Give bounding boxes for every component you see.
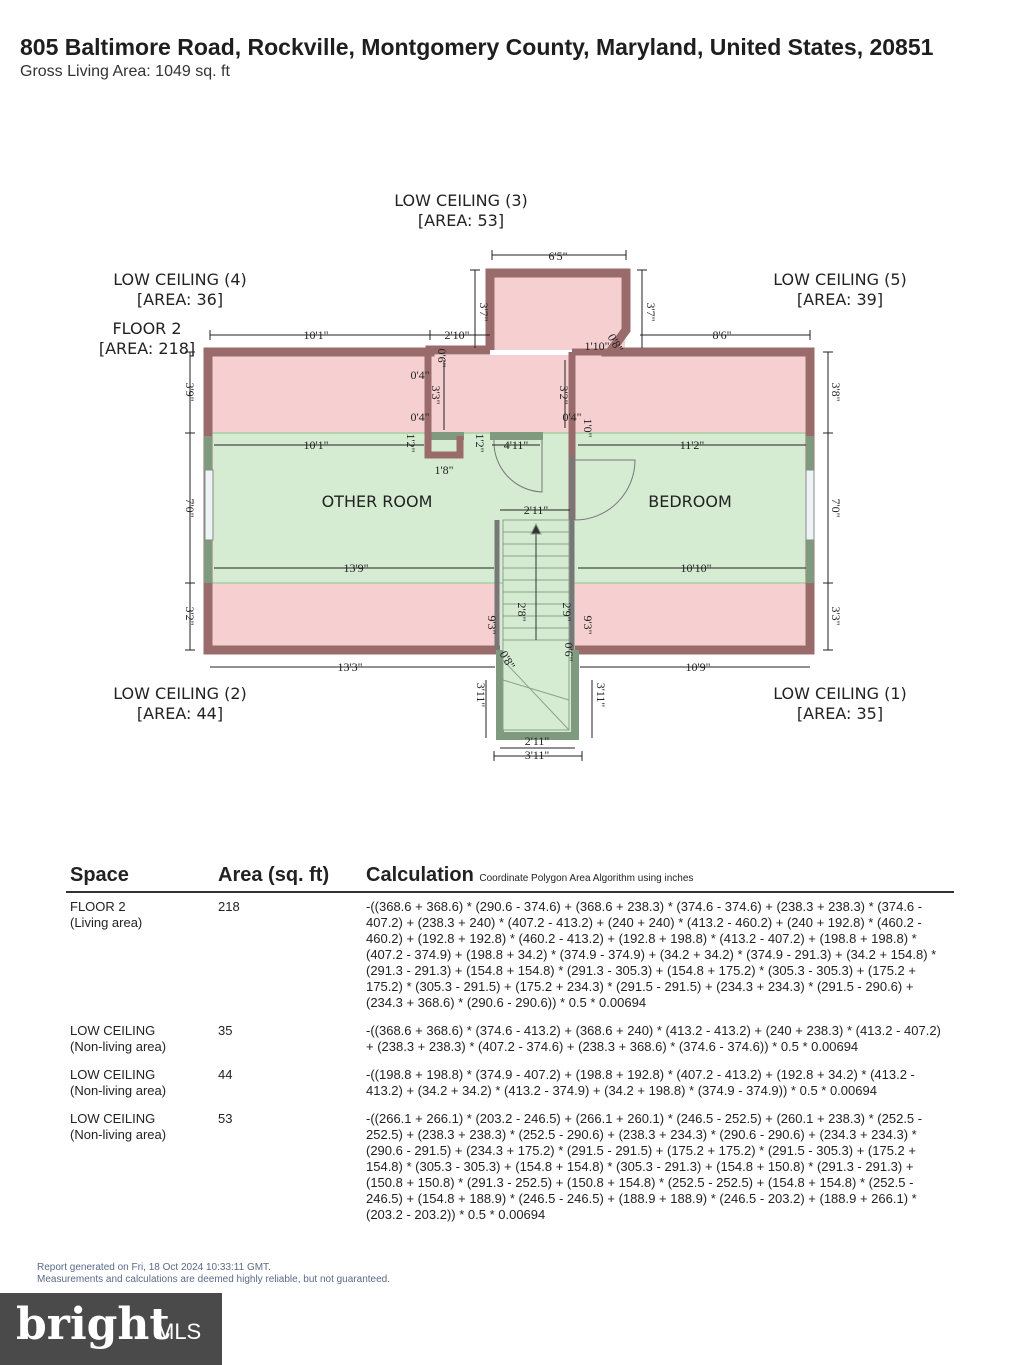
table-row: LOW CEILING(Non-living area) 35 -((368.6… [66,1017,954,1061]
dim-label: 6'5" [548,249,567,263]
floor-2-label: FLOOR 2 [112,319,181,338]
table-header-row: Space Area (sq. ft) Calculation Coordina… [66,862,954,893]
low-ceiling-5-label: LOW CEILING (5) [773,270,907,289]
dim-label: 3'2" [183,606,197,625]
dim-label: 3'7" [477,302,491,321]
floor-plan: LOW CEILING (3) [AREA: 53] LOW CEILING (… [99,191,907,762]
dim-label: 2'11" [524,503,549,517]
dim-label: 3'2" [557,385,571,404]
dim-label: 2'9" [560,602,574,621]
low-ceiling-3-label: LOW CEILING (3) [394,191,528,210]
dim-label: 3'3" [829,606,843,625]
dim-label: 1'0" [581,418,595,437]
space-type: (Non-living area) [70,1083,167,1098]
col-area: Area (sq. ft) [214,862,362,893]
exterior-walls [203,268,815,655]
low-ceiling-5-area: [AREA: 39] [797,290,883,309]
room-bedroom: BEDROOM [648,492,732,511]
dim-label: 10'1" [303,438,328,452]
space-name: LOW CEILING [70,1111,156,1126]
low-ceiling-1-area: [AREA: 35] [797,704,883,723]
dim-label: 0'4" [410,410,429,424]
area-value: 35 [218,1023,233,1038]
low-ceiling-1-label: LOW CEILING (1) [773,684,907,703]
calc-note: Coordinate Polygon Area Algorithm using … [479,873,694,884]
dim-label: 1'10" [584,339,609,353]
dim-label: 2'11" [525,734,550,748]
dim-label: 3'11" [474,683,488,708]
table-row: LOW CEILING(Non-living area) 44 -((198.8… [66,1061,954,1105]
calculation-text: -((368.6 + 368.6) * (374.6 - 413.2) + (3… [366,1023,941,1054]
dim-label: 1'2" [404,433,418,452]
low-ceiling-4-label: LOW CEILING (4) [113,270,247,289]
disclaimer-note: Measurements and calculations are deemed… [37,1274,390,1285]
dim-label: 3'9" [183,382,197,401]
space-name: FLOOR 2 [70,899,126,914]
dim-label: 9'3" [581,615,595,634]
low-ceiling-3-area: [AREA: 53] [418,211,504,230]
dim-label: 11'2" [680,438,705,452]
dim-label: 1'8" [434,463,453,477]
calculation-text: -((266.1 + 266.1) * (203.2 - 246.5) + (2… [366,1111,923,1222]
table-row: LOW CEILING(Non-living area) 53 -((266.1… [66,1105,954,1229]
report-generated-note: Report generated on Fri, 18 Oct 2024 10:… [37,1262,271,1273]
dim-label: 3'3" [429,385,443,404]
col-space: Space [66,862,214,893]
dim-label: 4'11" [504,438,529,452]
dim-label: 2'10" [444,328,469,342]
bedroom-door-swing [574,459,636,521]
col-calculation: Calculation Coordinate Polygon Area Algo… [362,862,954,893]
room-other: OTHER ROOM [322,492,433,511]
space-name: LOW CEILING [70,1023,156,1038]
dim-label: 3'7" [644,302,658,321]
property-address: 805 Baltimore Road, Rockville, Montgomer… [20,34,934,60]
window-left [204,469,214,541]
calculation-text: -((368.6 + 368.6) * (290.6 - 374.6) + (3… [366,899,937,1010]
floor-2-area: [AREA: 218] [99,339,195,358]
closet-door-swing [493,439,543,493]
dim-label: 3'8" [829,382,843,401]
low-ceiling-2-label: LOW CEILING (2) [113,684,247,703]
low-ceiling-4-area: [AREA: 36] [137,290,223,309]
staircase [502,519,570,731]
dim-label: 1'2" [473,433,487,452]
dim-label: 3'11" [525,748,550,762]
dim-label: 7'0" [829,498,843,517]
dim-label: 13'3" [337,660,362,674]
dim-label: 10'10" [680,561,711,575]
area-value: 44 [218,1067,233,1082]
low-ceiling-4-5-zone [210,355,810,433]
dim-label: 8'6" [712,328,731,342]
dim-label: 9'3" [485,615,499,634]
dim-label: 0'4" [562,410,581,424]
space-type: (Living area) [70,915,143,930]
area-value: 218 [218,899,240,914]
dim-label: 10'1" [303,328,328,342]
logo-brand: bright [16,1299,170,1350]
space-name: LOW CEILING [70,1067,156,1082]
space-type: (Non-living area) [70,1039,167,1054]
dim-label: 0'6" [435,348,449,367]
space-type: (Non-living area) [70,1127,167,1142]
dim-label: 0'4" [410,368,429,382]
calculation-text: -((198.8 + 198.8) * (374.9 - 407.2) + (1… [366,1067,915,1098]
dim-label: 2'8" [515,602,529,621]
gross-living-area: Gross Living Area: 1049 sq. ft [20,63,230,80]
dim-label: 0'6" [562,642,576,661]
dim-label: 10'9" [685,660,710,674]
bright-mls-logo: bright MLS [0,1293,222,1365]
dim-label: 13'9" [343,561,368,575]
area-value: 53 [218,1111,233,1126]
window-right [805,469,815,541]
area-calculation-table: Space Area (sq. ft) Calculation Coordina… [66,862,954,1229]
dim-label: 3'11" [594,683,608,708]
logo-suffix: MLS [156,1319,202,1344]
dimension-lines [185,250,833,761]
low-ceiling-3-zone [492,275,625,350]
table-row: FLOOR 2(Living area) 218 -((368.6 + 368.… [66,892,954,1017]
low-ceiling-2-area: [AREA: 44] [137,704,223,723]
dim-label: 7'0" [183,498,197,517]
